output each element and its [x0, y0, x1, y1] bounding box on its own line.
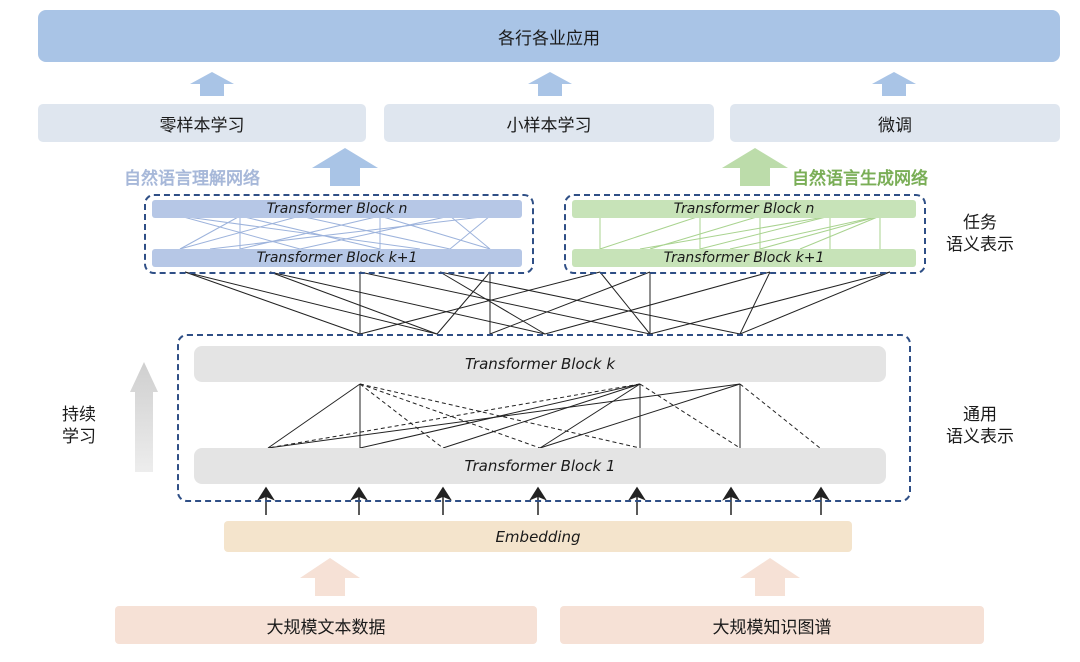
- general-group: [177, 334, 911, 502]
- applications-bar: 各行各业应用: [38, 10, 1060, 62]
- kg-data-label: 大规模知识图谱: [712, 617, 832, 638]
- kg-data-arrow-icon: [740, 558, 800, 596]
- general-block-top: Transformer Block k: [194, 346, 886, 382]
- nlu-block-bottom-label: Transformer Block k+1: [256, 250, 418, 266]
- nlu-block-bottom: Transformer Block k+1: [152, 249, 522, 267]
- text-data-label: 大规模文本数据: [266, 617, 386, 638]
- nlu-block-top: Transformer Block n: [152, 200, 522, 218]
- text-data-box: 大规模文本数据: [115, 606, 537, 644]
- nlg-mesh: [599, 215, 881, 250]
- embedding-arrows: [257, 486, 830, 515]
- nlg-block-bottom: Transformer Block k+1: [572, 249, 916, 267]
- text-data-arrow-icon: [300, 558, 360, 596]
- applications-label: 各行各业应用: [498, 28, 600, 49]
- embedding-label: Embedding: [495, 527, 581, 546]
- zero-shot-label: 零样本学习: [159, 115, 245, 136]
- nlu-arrow-icon: [312, 148, 378, 186]
- continual-learning-arrow-icon: [130, 362, 158, 472]
- general-repr-line2: 语义表示: [946, 427, 1014, 447]
- nlu-mesh: [179, 215, 491, 250]
- nlg-label: 自然语言生成网络: [792, 169, 928, 189]
- few-shot-label: 小样本学习: [506, 115, 592, 136]
- nlg-arrow-icon: [722, 148, 788, 186]
- continual-learning-label: 持续 学习: [62, 404, 96, 448]
- general-block-bottom-label: Transformer Block 1: [464, 457, 616, 475]
- embedding-box: Embedding: [224, 521, 852, 552]
- general-mesh-dashed: [267, 383, 821, 449]
- nlu-block-top-label: Transformer Block n: [266, 201, 408, 217]
- task-repr-line2: 语义表示: [946, 235, 1014, 255]
- nlg-block-top: Transformer Block n: [572, 200, 916, 218]
- general-representation-label: 通用 语义表示: [946, 404, 1014, 448]
- task-repr-line1: 任务: [963, 213, 997, 233]
- nlu-label: 自然语言理解网络: [124, 169, 260, 189]
- nlg-block-top-label: Transformer Block n: [673, 201, 815, 217]
- general-repr-line1: 通用: [963, 405, 997, 425]
- task-links: [184, 271, 891, 335]
- fine-tune-box: 微调: [730, 104, 1060, 142]
- arrow-up-icon: [190, 72, 916, 96]
- zero-shot-box: 零样本学习: [38, 104, 366, 142]
- general-block-bottom: Transformer Block 1: [194, 448, 886, 484]
- nlu-group: [144, 194, 534, 274]
- few-shot-box: 小样本学习: [384, 104, 714, 142]
- task-representation-label: 任务 语义表示: [946, 212, 1014, 256]
- nlg-block-bottom-label: Transformer Block k+1: [663, 250, 825, 266]
- continual-line1: 持续: [62, 405, 96, 425]
- general-mesh-solid: [267, 383, 741, 449]
- kg-data-box: 大规模知识图谱: [560, 606, 984, 644]
- general-block-top-label: Transformer Block k: [464, 355, 616, 373]
- nlg-group: [564, 194, 926, 274]
- fine-tune-label: 微调: [878, 115, 912, 136]
- continual-line2: 学习: [62, 427, 96, 447]
